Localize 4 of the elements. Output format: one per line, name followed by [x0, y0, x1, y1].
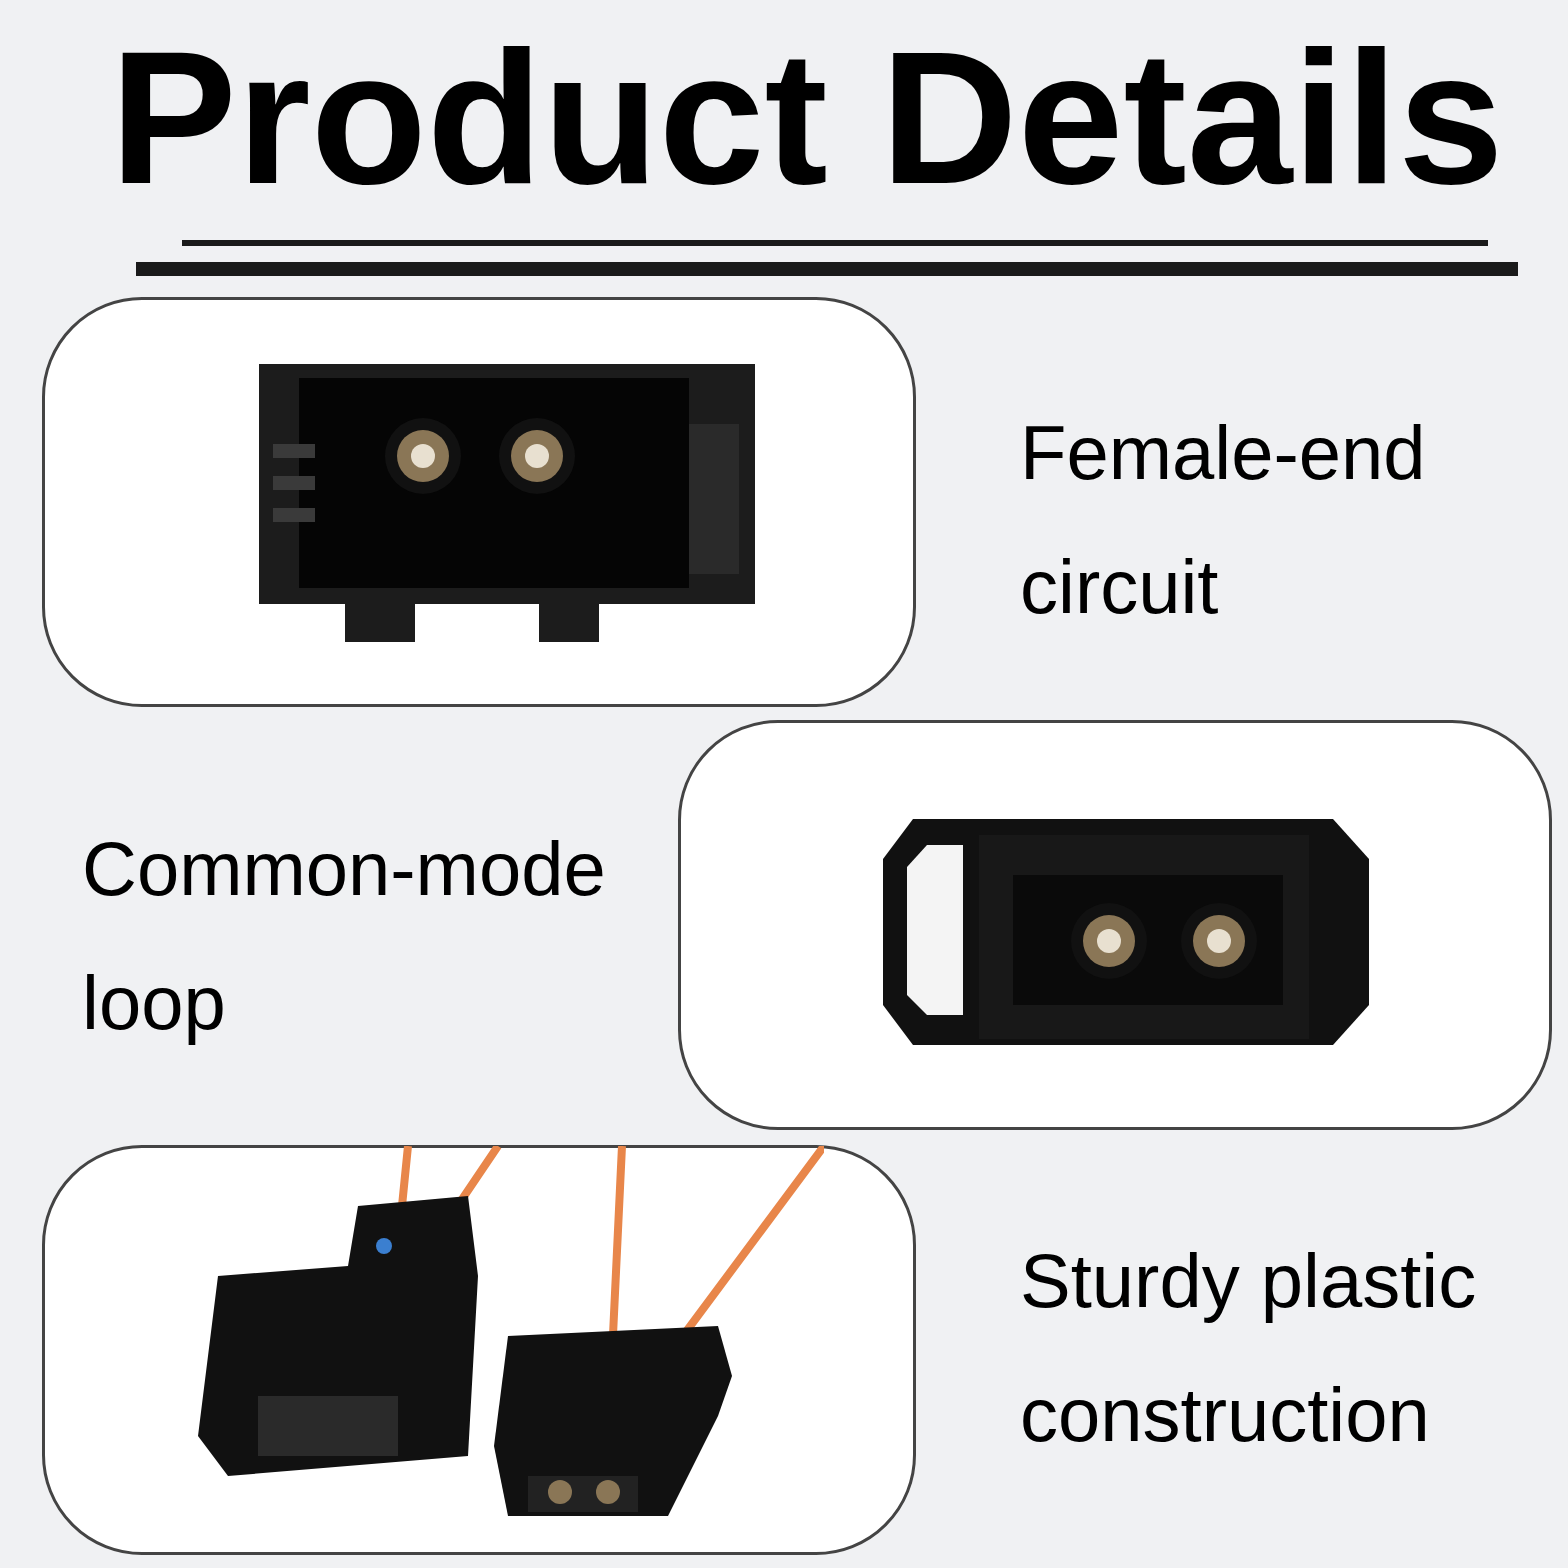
feature-label: Common-mode loop [82, 825, 607, 1047]
feature-label: Female-end circuit [1020, 409, 1427, 631]
page-title: Product Details [110, 22, 1504, 212]
feature-label: Sturdy plastic construction [1020, 1237, 1478, 1459]
